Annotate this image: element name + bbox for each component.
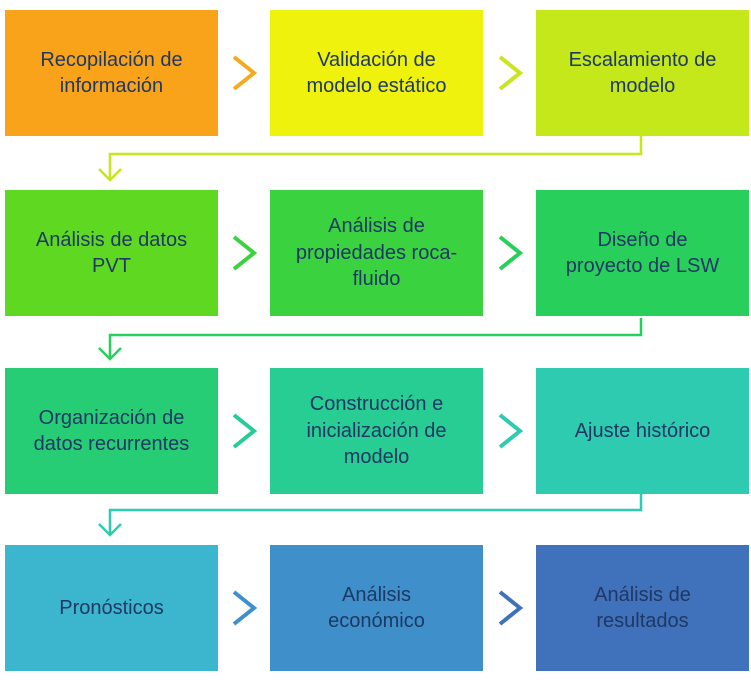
flow-box-label: Recopilación de información: [40, 48, 183, 97]
arrow-right-icon: [498, 55, 524, 91]
flow-box-label: Pronósticos: [59, 596, 164, 619]
flow-box-label: Validación de modelo estático: [306, 48, 447, 97]
flow-box-label: Organización de datos recurrentes: [33, 406, 190, 455]
flow-box-analisis-resultados: Análisis de resultados: [536, 545, 749, 671]
flow-box-datos-pvt: Análisis de datos PVT: [5, 190, 218, 316]
wrap-arrow-down-icon: [98, 136, 643, 182]
flow-box-construccion: Construcción e inicialización de modelo: [270, 368, 483, 494]
arrow-right-icon: [232, 235, 258, 271]
flow-box-pronosticos: Pronósticos: [5, 545, 218, 671]
flow-box-label: Construcción e inicialización de modelo: [306, 393, 447, 469]
arrow-right-icon: [498, 413, 524, 449]
flow-box-label: Análisis de propiedades roca-fluido: [295, 215, 458, 291]
wrap-arrow-down-icon: [98, 492, 643, 537]
flow-box-organizacion: Organización de datos recurrentes: [5, 368, 218, 494]
flow-box-label: Ajuste histórico: [574, 419, 711, 442]
flow-box-label: Análisis económico: [328, 583, 425, 632]
flow-box-recopilacion: Recopilación de información: [5, 10, 218, 136]
flow-box-label: Análisis de datos PVT: [35, 228, 188, 277]
flow-box-propiedades: Análisis de propiedades roca-fluido: [270, 190, 483, 316]
arrow-right-icon: [498, 235, 524, 271]
arrow-right-icon: [232, 55, 258, 91]
flow-box-ajuste-historico: Ajuste histórico: [536, 368, 749, 494]
wrap-arrow-down-icon: [98, 318, 643, 361]
flow-box-validacion: Validación de modelo estático: [270, 10, 483, 136]
arrow-right-icon: [232, 590, 258, 626]
arrow-right-icon: [498, 590, 524, 626]
flow-box-label: Análisis de resultados: [594, 583, 691, 632]
flow-box-escalamiento: Escalamiento de modelo: [536, 10, 749, 136]
flow-box-diseno-lsw: Diseño de proyecto de LSW: [536, 190, 749, 316]
arrow-right-icon: [232, 413, 258, 449]
flow-box-label: Diseño de proyecto de LSW: [565, 228, 720, 277]
flow-box-analisis-economico: Análisis económico: [270, 545, 483, 671]
flow-box-label: Escalamiento de modelo: [568, 48, 717, 97]
